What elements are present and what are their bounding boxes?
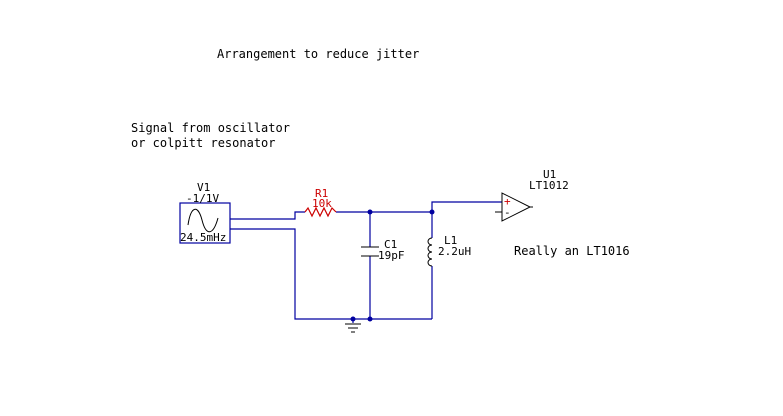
c1-ref: C1 bbox=[384, 238, 397, 251]
note-line-1: Signal from oscillator bbox=[131, 121, 290, 135]
c1-capacitor: C1 19pF bbox=[361, 238, 405, 262]
u1-opamp: + - U1 LT1012 bbox=[495, 168, 569, 222]
c1-value: 19pF bbox=[378, 249, 405, 262]
opamp-plus-sign: + bbox=[504, 195, 511, 208]
r1-value: 10k bbox=[312, 197, 332, 210]
opamp-triangle-icon bbox=[501, 192, 532, 222]
wire-to-opamp bbox=[431, 201, 502, 212]
r1-ref: R1 bbox=[315, 187, 328, 200]
v1-box bbox=[179, 202, 231, 244]
u1-ref: U1 bbox=[543, 168, 556, 181]
u1-value: LT1012 bbox=[529, 179, 569, 192]
wire-v1-top bbox=[230, 211, 305, 220]
note-line-2: or colpitt resonator bbox=[131, 136, 276, 150]
v1-ref: V1 bbox=[197, 181, 210, 194]
opamp-minus-sign: - bbox=[504, 206, 511, 219]
ground-symbol bbox=[345, 323, 361, 333]
wire-v1-bottom bbox=[230, 228, 432, 320]
node-c1-bottom bbox=[367, 316, 373, 322]
wires bbox=[230, 201, 502, 323]
v1-value: -1/1V bbox=[186, 192, 219, 205]
l1-value: 2.2uH bbox=[438, 245, 471, 258]
node-ground bbox=[350, 316, 356, 322]
v1-frequency: 24.5mHz bbox=[180, 231, 226, 244]
l1-ref: L1 bbox=[444, 234, 457, 247]
r1-resistor: R1 10k bbox=[304, 187, 337, 218]
diagram-title: Arrangement to reduce jitter bbox=[217, 47, 419, 61]
l1-inductor: L1 2.2uH bbox=[427, 234, 471, 267]
v1-source: V1 -1/1V 24.5mHz bbox=[179, 181, 231, 244]
node-c1-top bbox=[367, 209, 373, 215]
resistor-zigzag bbox=[304, 206, 337, 218]
node-l1-top bbox=[429, 209, 435, 215]
sine-wave-icon bbox=[187, 208, 219, 233]
inductor-coil bbox=[427, 237, 433, 267]
u1-annotation: Really an LT1016 bbox=[514, 244, 630, 258]
